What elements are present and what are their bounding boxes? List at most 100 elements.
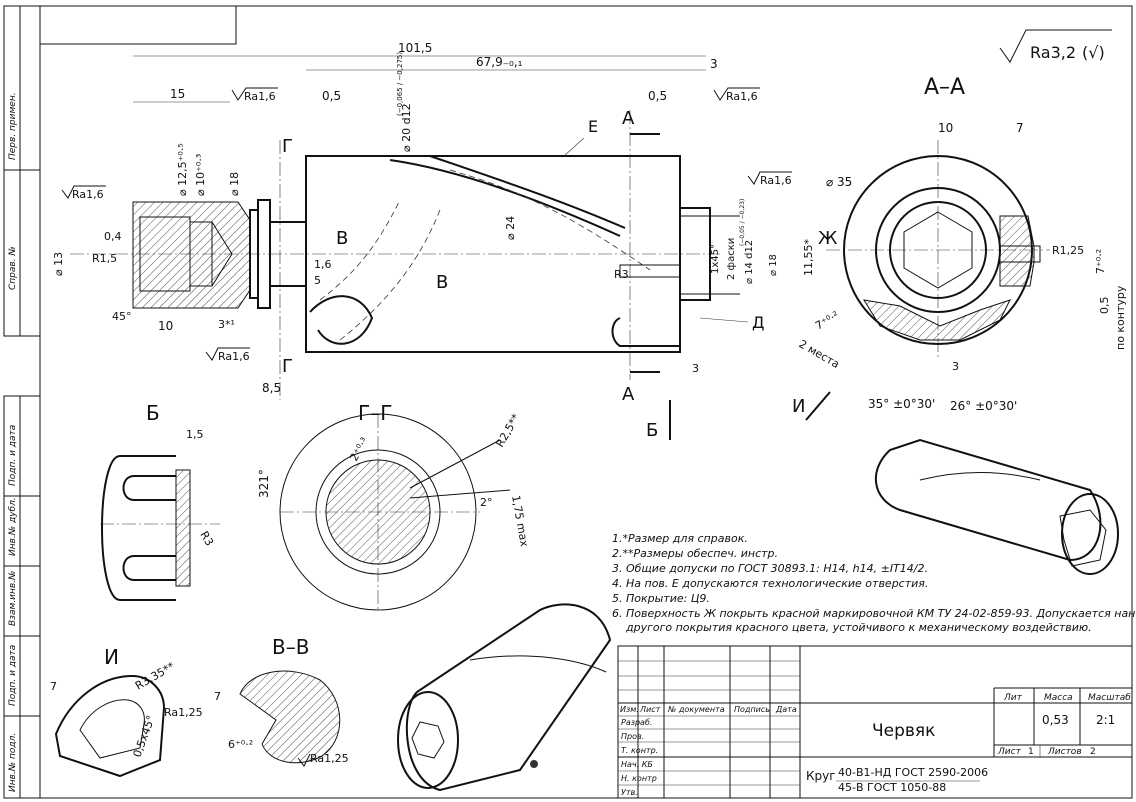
tb-row: Пров. [621,732,644,741]
tb-lit: Лит [1003,693,1023,703]
note-line: 1.*Размер для справок. [612,532,748,545]
dim-d10: ⌀ 10⁺⁰·³ [194,154,207,196]
dim-0-5-left: 0,5 [322,89,341,103]
tb-scale-label: Масштаб [1088,693,1131,703]
ra-mark: Ra1,6 [760,174,792,187]
dim-d20: ⌀ 20 d12 [400,103,413,152]
dim-r1-5: R1,5 [92,252,117,265]
ra-mark: Ra1,6 [218,350,250,363]
i-05x45: 0,5x45° [131,714,158,759]
dim-101-5: 101,5 [398,41,432,55]
marker-A-top: А [622,108,635,129]
note-line: 4. На пов. Е допускаются технологические… [612,577,928,590]
section-title: Г–Г [358,401,392,425]
ra-mark: Ra1,6 [72,188,104,201]
tb-mass-label: Масса [1044,693,1073,703]
tb-row: Разраб. [621,718,652,727]
tb-header: Подпись [734,705,770,714]
dim-d18-right: ⌀ 18 [768,254,779,276]
view-B: Б 1,5 R3 [100,401,220,601]
i-7: 7 [50,680,57,693]
stamp-label: Инв.№ подл. [8,733,18,792]
marker-G-top: Г [282,136,293,157]
tb-sheet-label: Лист [997,747,1022,757]
aa-2places: 2 места [797,337,842,371]
material-line-1: 40-В1-НД ГОСТ 2590-2006 [838,766,988,779]
material-prefix: Круг [806,769,836,783]
aa-dim-11-55: 11,55* [802,239,815,276]
marker-I: И [792,396,805,417]
section-VV: В–В 7 6⁺⁰·² Ra1,25 [214,635,349,767]
tb-sheet: 1 [1028,747,1034,757]
marker-A-bottom: А [622,384,635,405]
material-line-2: 45-В ГОСТ 1050-88 [838,781,946,794]
view-I: И R3,35** 7 Ra1,25 0,5x45° [50,645,203,778]
tb-header: Изм. [620,705,639,714]
gg-175: 1,75 max [509,494,531,548]
ra-mark: Ra1,6 [244,90,276,103]
i-ra125: Ra1,25 [164,706,203,719]
tb-sheets-label: Листов [1047,747,1082,757]
dim-3-top: 3 [710,57,718,71]
part-name: Червяк [872,721,935,741]
isometric-top [874,438,1119,575]
marker-V-left: В [336,228,348,249]
left-sleeve-section [132,201,251,309]
view-title: И [104,645,119,669]
tb-row: Т. контр. [621,746,658,755]
roughness-paren: (√) [1082,43,1105,62]
tb-row: Н. контр [621,774,657,783]
aa-3: 3 [952,360,959,373]
note-line: 6. Поверхность Ж покрыть красной маркиро… [612,607,1136,620]
tb-sheets: 2 [1090,747,1096,757]
dim-45: 45° [112,310,132,323]
aa-26deg: 26° ±0°30' [950,399,1017,413]
note-line: 5. Покрытие: Ц9. [612,592,710,605]
dim-8-5: 8,5 [262,381,281,395]
tb-header: Лист [639,705,661,714]
side-stamp: Перв. примен. Справ. № Подп. и дата Инв.… [3,5,41,799]
stamp-label: Инв.№ дубл. [8,497,18,556]
dim-r3: R3 [614,268,629,281]
stamp-label: Подп. и дата [8,425,18,486]
dim-chamfer-2: 2 фаски [726,238,737,280]
section-title: А–А [924,75,965,100]
main-view: А А Г Г Б В В Е Д 101,5 67,9₋₀,₁ 3 15 0,… [52,41,792,441]
dim-10-bottom: 10 [158,319,173,333]
vv-6: 6⁺⁰·² [228,738,253,751]
aa-dim-7: 7 [1016,121,1024,135]
aa-contour: по контуру [1114,285,1127,350]
tb-mass: 0,53 [1042,713,1069,727]
tb-header: № документа [667,705,725,714]
aa-35deg: 35° ±0°30' [868,397,935,411]
stamp-label: Справ. № [8,246,18,290]
dim-5: 5 [314,274,321,287]
section-title: В–В [272,635,309,659]
aa-0-5: 0,5 [1098,297,1111,315]
gg-r25: R2,5** [493,411,523,449]
b-r3: R3 [197,529,216,548]
aa-dim-35: ⌀ 35 [826,175,852,189]
top-left-cell [39,5,237,45]
gg-321: 321° [257,469,271,498]
dim-d13: ⌀ 13 [52,252,65,276]
gg-2deg: 2° [480,496,493,509]
isometric-bottom [397,603,612,792]
stamp-label: Подп. и дата [8,645,18,706]
note-line: 2.**Размеры обеспеч. инстр. [612,547,778,560]
dim-3-star: 3*¹ [218,318,235,331]
section-AA: А–А 10 7 ⌀ 35 11,55* Ж R1,25 7⁺⁰·² 0,5 п… [792,75,1127,421]
b-1-5: 1,5 [186,428,204,441]
aa-dim-10: 10 [938,121,953,135]
technical-notes: 1.*Размер для справок. 2.**Размеры обесп… [612,532,1136,634]
dim-d20-tol: (−0,065 / −0,275) [396,52,404,116]
marker-B: Б [646,420,658,441]
vv-ra: Ra1,25 [310,752,349,765]
dim-d14: ⌀ 14 d12 [744,240,755,284]
dim-d14-tol: (−0,05 / −0,23) [739,199,746,246]
note-line: другого покрытия красного цвета, устойчи… [625,621,1092,634]
aa-7-2: 7⁺⁰·² [813,309,841,333]
marker-V-right: В [436,272,448,293]
marker-E: Е [588,117,598,136]
gg-2: 2⁺⁰·³ [347,435,371,463]
